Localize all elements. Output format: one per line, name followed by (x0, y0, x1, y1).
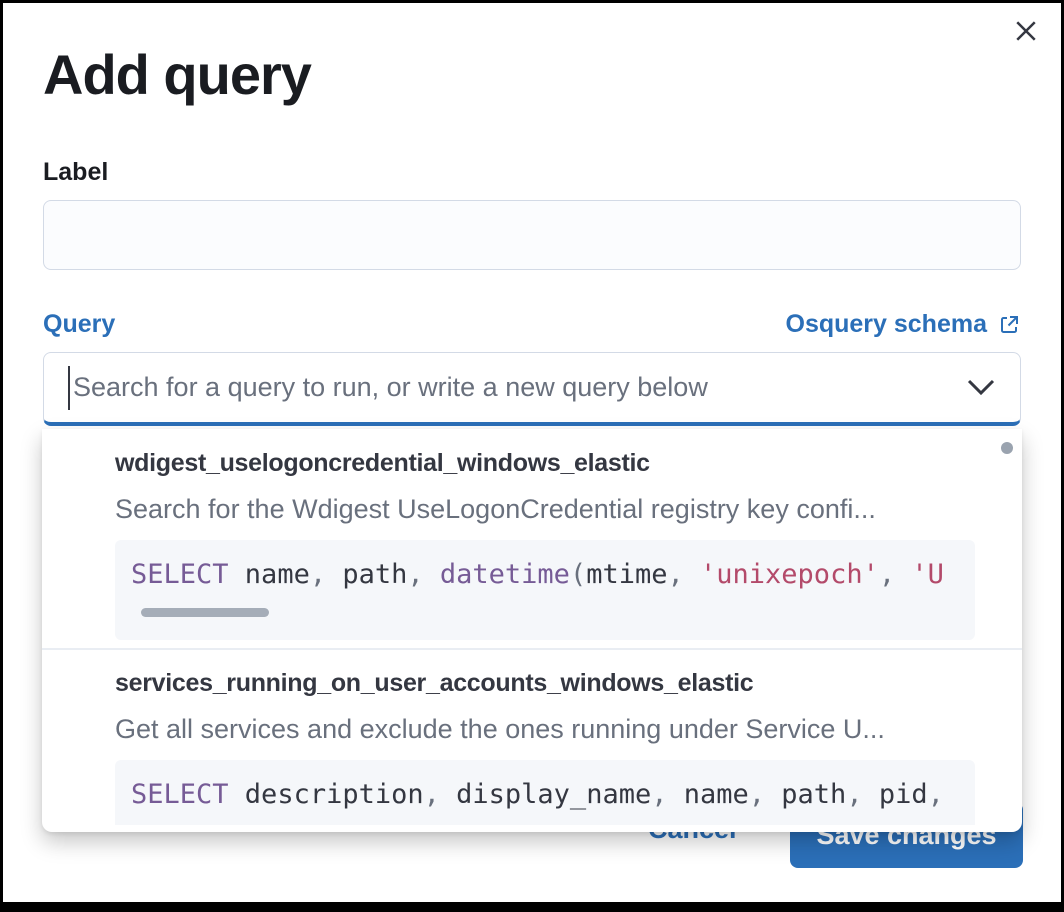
modal-title: Add query (43, 43, 312, 106)
chevron-down-icon[interactable] (966, 378, 996, 398)
sql-code: SELECT name, path, datetime(mtime, 'unix… (131, 559, 944, 590)
label-input[interactable] (43, 200, 1021, 270)
query-option[interactable]: wdigest_uselogoncredential_windows_elast… (42, 429, 1022, 648)
external-link-icon (1001, 315, 1018, 333)
text-caret (68, 365, 70, 410)
label-field-label: Label (43, 158, 109, 186)
query-sql-preview: SELECT name, path, datetime(mtime, 'unix… (115, 540, 975, 640)
query-option-description: Get all services and exclude the ones ru… (115, 714, 885, 744)
query-option[interactable]: services_running_on_user_accounts_window… (42, 648, 1022, 825)
osquery-schema-link[interactable]: Osquery schema (786, 310, 1022, 339)
scrollbar-thumb-horizontal[interactable] (141, 608, 269, 617)
query-field-label: Query (43, 310, 116, 338)
query-sql-preview: SELECT description, display_name, name, … (115, 760, 975, 825)
query-option-title: services_running_on_user_accounts_window… (115, 669, 754, 697)
close-icon[interactable] (1008, 14, 1044, 50)
query-options-dropdown: wdigest_uselogoncredential_windows_elast… (42, 429, 1022, 832)
combobox-placeholder: Search for a query to run, or write a ne… (73, 372, 708, 402)
query-option-description: Search for the Wdigest UseLogonCredentia… (115, 494, 876, 524)
query-field-header: Query Osquery schema (43, 310, 1021, 339)
query-combobox[interactable]: Search for a query to run, or write a ne… (43, 352, 1021, 426)
query-options-list: wdigest_uselogoncredential_windows_elast… (42, 429, 1022, 825)
query-option-title: wdigest_uselogoncredential_windows_elast… (115, 449, 650, 477)
osquery-schema-link-label: Osquery schema (785, 310, 988, 338)
sql-code: SELECT description, display_name, name, … (131, 779, 944, 810)
scrollbar-thumb-vertical[interactable] (1001, 442, 1013, 454)
